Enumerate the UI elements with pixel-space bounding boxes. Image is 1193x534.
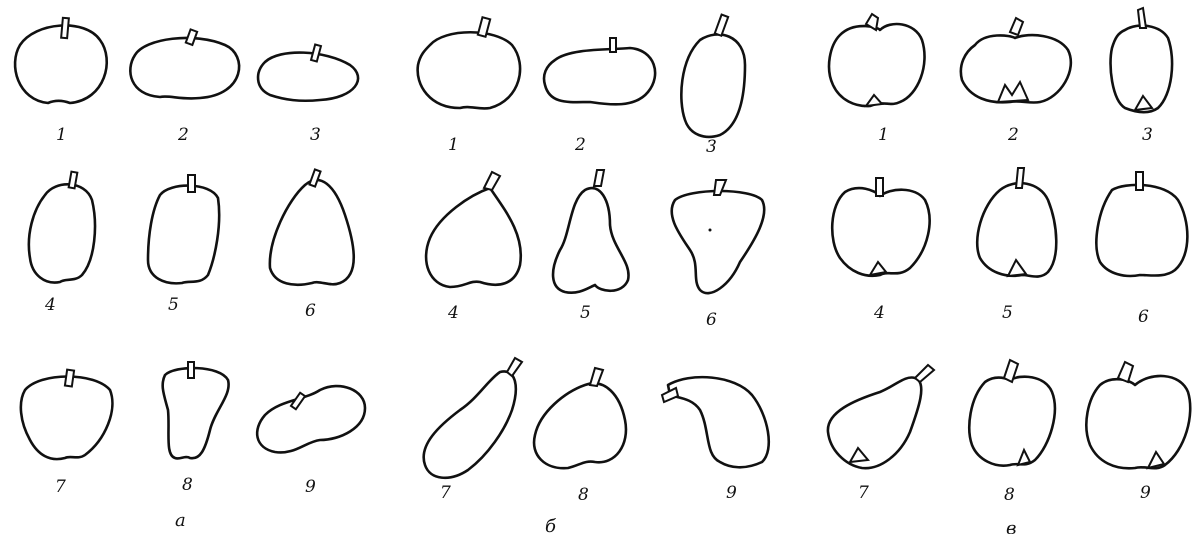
label-a-5: 5	[168, 295, 179, 315]
shape-b-9	[662, 377, 769, 467]
shape-v-5	[977, 168, 1056, 277]
label-b-3: 3	[706, 137, 717, 157]
shape-a-6	[270, 169, 354, 284]
shape-a-9	[257, 386, 365, 452]
label-v-4: 4	[873, 303, 885, 323]
shape-a-3	[258, 44, 358, 100]
group-label-v: в	[1006, 518, 1016, 534]
label-b-4: 4	[447, 303, 459, 323]
shape-b-3	[681, 15, 745, 137]
shape-b-1	[418, 17, 520, 108]
shape-v-1	[829, 14, 924, 106]
shape-b-7	[424, 358, 522, 478]
shape-a-7	[21, 370, 113, 459]
label-v-5: 5	[1002, 303, 1013, 323]
label-a-8: 8	[182, 475, 193, 495]
shape-a-5	[148, 175, 219, 283]
label-v-6: 6	[1138, 307, 1149, 327]
label-v-9: 9	[1140, 483, 1151, 503]
group-v: 1 2 3 4 5	[828, 8, 1190, 534]
label-a-7: 7	[55, 477, 66, 497]
shape-v-8	[969, 360, 1055, 466]
label-b-7: 7	[440, 483, 451, 503]
label-a-3: 3	[310, 125, 321, 145]
label-b-2: 2	[574, 135, 586, 155]
shape-b-5	[553, 170, 628, 293]
group-a: 1 2 3 4 5 6	[15, 18, 365, 531]
label-a-1: 1	[56, 125, 67, 145]
shape-v-4	[832, 178, 929, 276]
label-a-4: 4	[44, 295, 56, 315]
label-v-7: 7	[858, 483, 869, 503]
label-b-9: 9	[726, 483, 737, 503]
shape-v-7	[828, 365, 934, 468]
label-a-9: 9	[305, 477, 316, 497]
shape-b-6	[672, 180, 765, 293]
group-b: 1 2 3 4 5 6	[418, 15, 769, 534]
shape-v-2	[961, 18, 1071, 103]
shape-b-2	[544, 38, 655, 104]
label-b-1: 1	[448, 135, 459, 155]
shape-v-3	[1111, 8, 1173, 112]
label-a-2: 2	[177, 125, 189, 145]
shape-a-2	[130, 29, 239, 98]
shape-b-8	[534, 368, 626, 468]
shape-a-1	[15, 18, 107, 103]
group-label-a: а	[175, 510, 186, 531]
label-v-3: 3	[1142, 125, 1153, 145]
shape-v-6	[1096, 172, 1187, 276]
label-b-5: 5	[580, 303, 591, 323]
group-label-b: б	[545, 516, 557, 534]
label-b-6: 6	[706, 310, 717, 330]
shape-a-4	[29, 172, 95, 283]
shape-b-4	[426, 172, 521, 287]
label-v-8: 8	[1004, 485, 1015, 505]
shape-a-8	[163, 362, 229, 458]
label-b-8: 8	[578, 485, 589, 505]
label-a-6: 6	[305, 301, 316, 321]
label-v-1: 1	[878, 125, 889, 145]
label-v-2: 2	[1007, 125, 1019, 145]
shape-v-9	[1086, 362, 1190, 468]
